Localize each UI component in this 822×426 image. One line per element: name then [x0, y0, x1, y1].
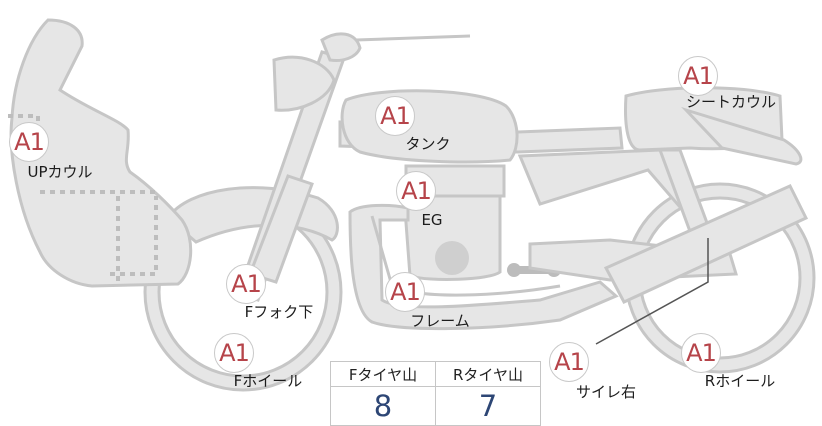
rank-text: A1 — [554, 348, 585, 376]
rank-badge-tank[interactable]: A1 — [375, 96, 415, 136]
rear-tread-value: 7 — [435, 386, 541, 426]
part-label-up-cowl: UPカウル — [27, 163, 93, 181]
tire-tread-table: Fタイヤ山 Rタイヤ山 8 7 — [330, 361, 541, 426]
part-label-r-wheel: Rホイール — [704, 372, 776, 390]
rank-badge-f-wheel[interactable]: A1 — [214, 333, 254, 373]
rank-badge-seat-cowl[interactable]: A1 — [678, 56, 718, 96]
tread-header-row: Fタイヤ山 Rタイヤ山 — [330, 361, 541, 387]
headlight-shape — [272, 55, 336, 112]
silencer-pointer — [595, 238, 709, 345]
rear-tread-header: Rタイヤ山 — [435, 361, 541, 387]
rank-badge-f-fork[interactable]: A1 — [226, 264, 266, 304]
rank-text: A1 — [686, 339, 717, 367]
rank-badge-frame[interactable]: A1 — [385, 272, 425, 312]
rank-text: A1 — [14, 128, 45, 156]
rank-badge-up-cowl[interactable]: A1 — [9, 122, 49, 162]
part-label-seat-cowl: シートカウル — [685, 93, 777, 111]
rank-text: A1 — [401, 177, 432, 205]
rank-text: A1 — [380, 102, 411, 130]
front-tread-value: 8 — [330, 386, 436, 426]
silencer-shape — [603, 184, 809, 304]
handlebar-bar — [355, 34, 471, 42]
frame-lower-shape — [348, 203, 619, 331]
up-cowl-dotted-top — [8, 114, 40, 128]
footrest-knob-left — [507, 263, 521, 277]
engine-case-circle — [435, 241, 469, 275]
part-label-silencer: サイレ右 — [575, 383, 637, 401]
fork-lower-shape — [248, 174, 314, 284]
part-label-f-wheel: Fホイール — [233, 372, 303, 390]
rank-text: A1 — [683, 62, 714, 90]
rank-badge-engine[interactable]: A1 — [396, 171, 436, 211]
front-tread-header: Fタイヤ山 — [330, 361, 436, 387]
part-label-tank: タンク — [405, 135, 451, 153]
rank-text: A1 — [219, 339, 250, 367]
part-label-frame: フレーム — [410, 312, 470, 330]
rank-badge-r-wheel[interactable]: A1 — [681, 333, 721, 373]
rank-text: A1 — [231, 270, 262, 298]
part-label-engine: EG — [421, 211, 443, 229]
tail-shape — [680, 106, 803, 166]
rank-badge-silencer[interactable]: A1 — [549, 342, 589, 382]
part-label-f-fork: Fフォク下 — [244, 303, 314, 321]
handlebar-shape — [320, 32, 362, 62]
tread-value-row: 8 7 — [330, 386, 541, 426]
rank-text: A1 — [390, 278, 421, 306]
